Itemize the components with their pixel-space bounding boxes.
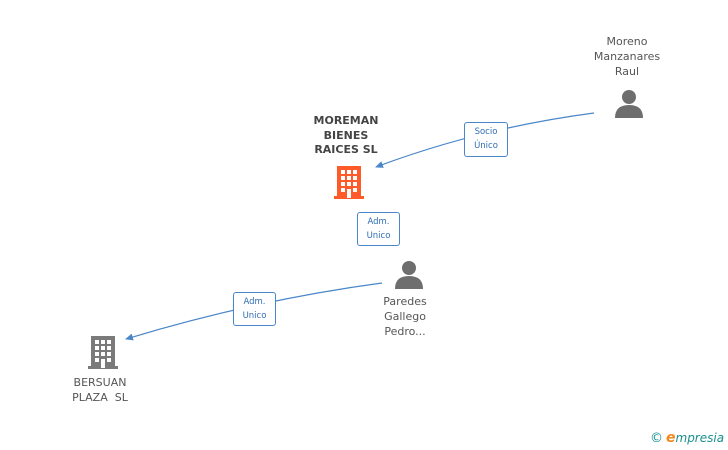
person-icon-paredes[interactable] bbox=[394, 259, 424, 289]
moreno-label-line-3: Raul bbox=[614, 65, 640, 78]
empresia-logo: ©empresia bbox=[650, 430, 724, 446]
moreman-label-line-3: RAICES SL bbox=[314, 143, 378, 156]
brand-name: mpresia bbox=[675, 431, 725, 445]
bersuan-label-line-1: BERSUAN bbox=[73, 376, 127, 389]
paredes-label-line-1: Paredes bbox=[383, 295, 427, 308]
person-icon-moreno[interactable] bbox=[614, 88, 644, 118]
moreman-label[interactable]: MOREMAN BIENES RAICES SL bbox=[296, 114, 396, 158]
paredes-label-line-3: Pedro... bbox=[384, 325, 426, 338]
moreno-label-line-1: Moreno bbox=[606, 35, 648, 48]
bersuan-label-line-2: PLAZA SL bbox=[72, 391, 128, 404]
paredes-label-line-2: Gallego bbox=[384, 310, 426, 323]
badge-adm2-line-2: Unico bbox=[242, 311, 267, 321]
bersuan-label[interactable]: BERSUAN PLAZA SL bbox=[50, 375, 150, 405]
badge-adm-unico-bersuan[interactable]: Adm. Unico bbox=[233, 292, 276, 326]
badge-adm1-line-2: Unico bbox=[366, 231, 391, 241]
copyright-symbol: © bbox=[650, 431, 663, 446]
building-icon-moreman[interactable] bbox=[333, 164, 365, 200]
badge-adm2-line-1: Adm. bbox=[243, 297, 266, 307]
badge-adm-unico-moreman[interactable]: Adm. Unico bbox=[357, 212, 400, 246]
badge-adm1-line-1: Adm. bbox=[367, 217, 390, 227]
badge-socio-unico[interactable]: Socio Único bbox=[464, 122, 508, 157]
moreman-label-line-2: BIENES bbox=[323, 128, 369, 142]
building-icon-bersuan[interactable] bbox=[87, 334, 119, 370]
moreman-label-line-1: MOREMAN bbox=[313, 114, 379, 127]
brand-initial: e bbox=[666, 430, 676, 446]
moreno-label-line-2: Manzanares bbox=[593, 50, 661, 63]
paredes-label[interactable]: Paredes Gallego Pedro... bbox=[355, 294, 455, 339]
moreno-label[interactable]: Moreno Manzanares Raul bbox=[577, 34, 677, 79]
badge-socio-line-1: Socio bbox=[474, 127, 498, 137]
badge-socio-line-2: Único bbox=[474, 141, 498, 151]
